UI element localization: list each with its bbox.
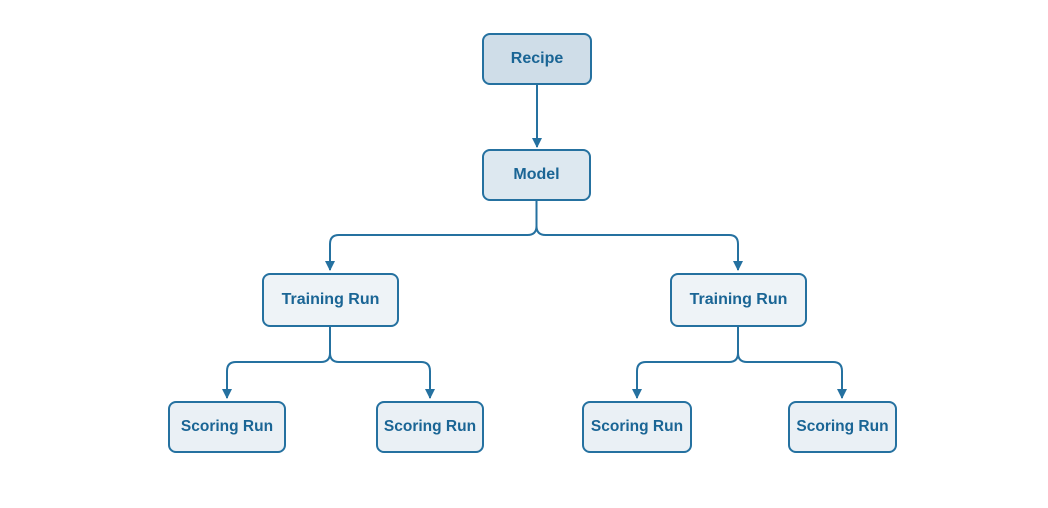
edge-training-run-2-to-scoring-run-3 — [632, 327, 739, 399]
node-training-run-2: Training Run — [670, 273, 807, 327]
node-scoring-run-1: Scoring Run — [168, 401, 286, 453]
edge-model-to-training-run-2 — [535, 201, 743, 271]
node-scoring-run-4: Scoring Run — [788, 401, 897, 453]
node-scoring-run-3: Scoring Run — [582, 401, 692, 453]
node-recipe: Recipe — [482, 33, 592, 85]
edge-model-to-training-run-1 — [325, 201, 538, 271]
edge-training-run-1-to-scoring-run-1 — [222, 327, 331, 399]
node-training-run-1: Training Run — [262, 273, 399, 327]
node-model: Model — [482, 149, 591, 201]
edge-training-run-2-to-scoring-run-4 — [737, 327, 847, 399]
edge-training-run-1-to-scoring-run-2 — [329, 327, 435, 399]
node-scoring-run-2: Scoring Run — [376, 401, 484, 453]
